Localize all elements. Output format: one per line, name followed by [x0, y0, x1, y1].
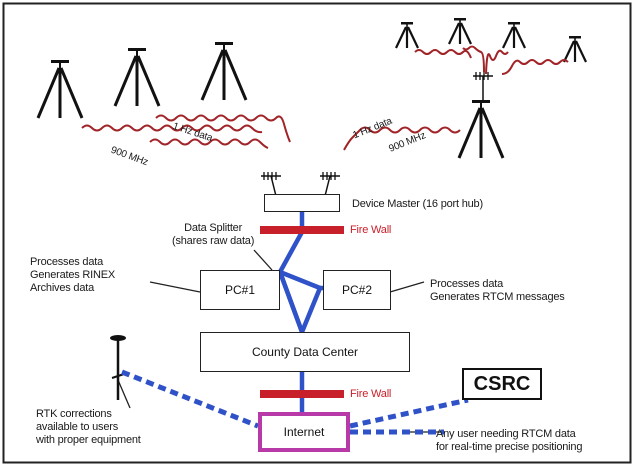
survey-tripod-icon [200, 40, 248, 102]
radio-wave [414, 49, 472, 59]
pc2-desc-line-1: Processes data [430, 278, 504, 290]
pc2-desc-line-2: Generates RTCM messages [430, 291, 565, 303]
county-data-center-box: County Data Center [200, 332, 410, 372]
pc1-label: PC#1 [224, 283, 256, 297]
county-data-center-label: County Data Center [251, 345, 359, 359]
data-paths [277, 212, 323, 414]
firewall-top-bar [260, 226, 344, 234]
link-firewall-pc1 [278, 230, 304, 274]
survey-tripod-icon [36, 58, 84, 120]
pc2-box: PC#2 [323, 270, 391, 310]
radio-waves-right [343, 126, 461, 151]
radio-wave [501, 59, 569, 75]
rtk-line-3: with proper equipment [36, 434, 141, 446]
radio-waves-right-cluster [414, 45, 569, 75]
device-master-box [264, 194, 340, 212]
internet-box: Internet [258, 412, 350, 452]
pc1-desc-line-3: Archives data [30, 282, 95, 294]
radio-waves-left [81, 114, 291, 149]
fire-wall-bottom-label: Fire Wall [350, 388, 392, 400]
radio-wave [149, 138, 269, 149]
radio-wave [155, 114, 291, 143]
survey-tripod-icon [394, 20, 420, 50]
radio-wave [343, 126, 461, 151]
csrc-box: CSRC [462, 368, 542, 400]
any-user-line-1: Any user needing RTCM data [436, 428, 576, 440]
pc1-desc-line-1: Processes data [30, 256, 104, 268]
pc1-description: Processes data Generates RINEX Archives … [30, 256, 115, 295]
pc1-desc-line-2: Generates RINEX [30, 269, 116, 281]
rtk-line-2: available to users [36, 421, 119, 433]
any-user-description: Any user needing RTCM data for real-time… [436, 428, 582, 454]
radio-wave [485, 49, 509, 75]
fire-wall-top-label: Fire Wall [350, 224, 392, 236]
survey-tripod-icon [457, 98, 505, 160]
rtk-description: RTK corrections available to users with … [36, 408, 141, 447]
survey-tripod-icon [447, 16, 473, 46]
any-user-line-2: for real-time precise positioning [436, 441, 583, 453]
survey-tripod-icon [113, 46, 161, 108]
device-master-label: Device Master (16 port hub) [352, 198, 483, 210]
firewall-bottom-bar [260, 390, 344, 398]
leader-lines [117, 249, 444, 433]
data-splitter-line-2: (shares raw data) [172, 235, 255, 247]
data-splitter-line-1: Data Splitter [184, 222, 243, 234]
data-splitter-label: Data Splitter (shares raw data) [172, 222, 254, 248]
internet-links [121, 369, 469, 435]
rtk-line-1: RTK corrections [36, 408, 112, 420]
pc1-box: PC#1 [200, 270, 280, 310]
radio-wave [462, 45, 485, 73]
pc2-label: PC#2 [341, 283, 373, 297]
internet-label: Internet [283, 425, 325, 439]
survey-tripod-icon [562, 34, 588, 64]
pc2-description: Processes data Generates RTCM messages [430, 278, 565, 304]
csrc-label: CSRC [473, 372, 531, 395]
radio-wave [81, 124, 263, 134]
survey-tripod-icon [501, 20, 527, 50]
link-pc1-datacenter [277, 271, 305, 333]
rtk-receiver-icon [110, 335, 126, 400]
